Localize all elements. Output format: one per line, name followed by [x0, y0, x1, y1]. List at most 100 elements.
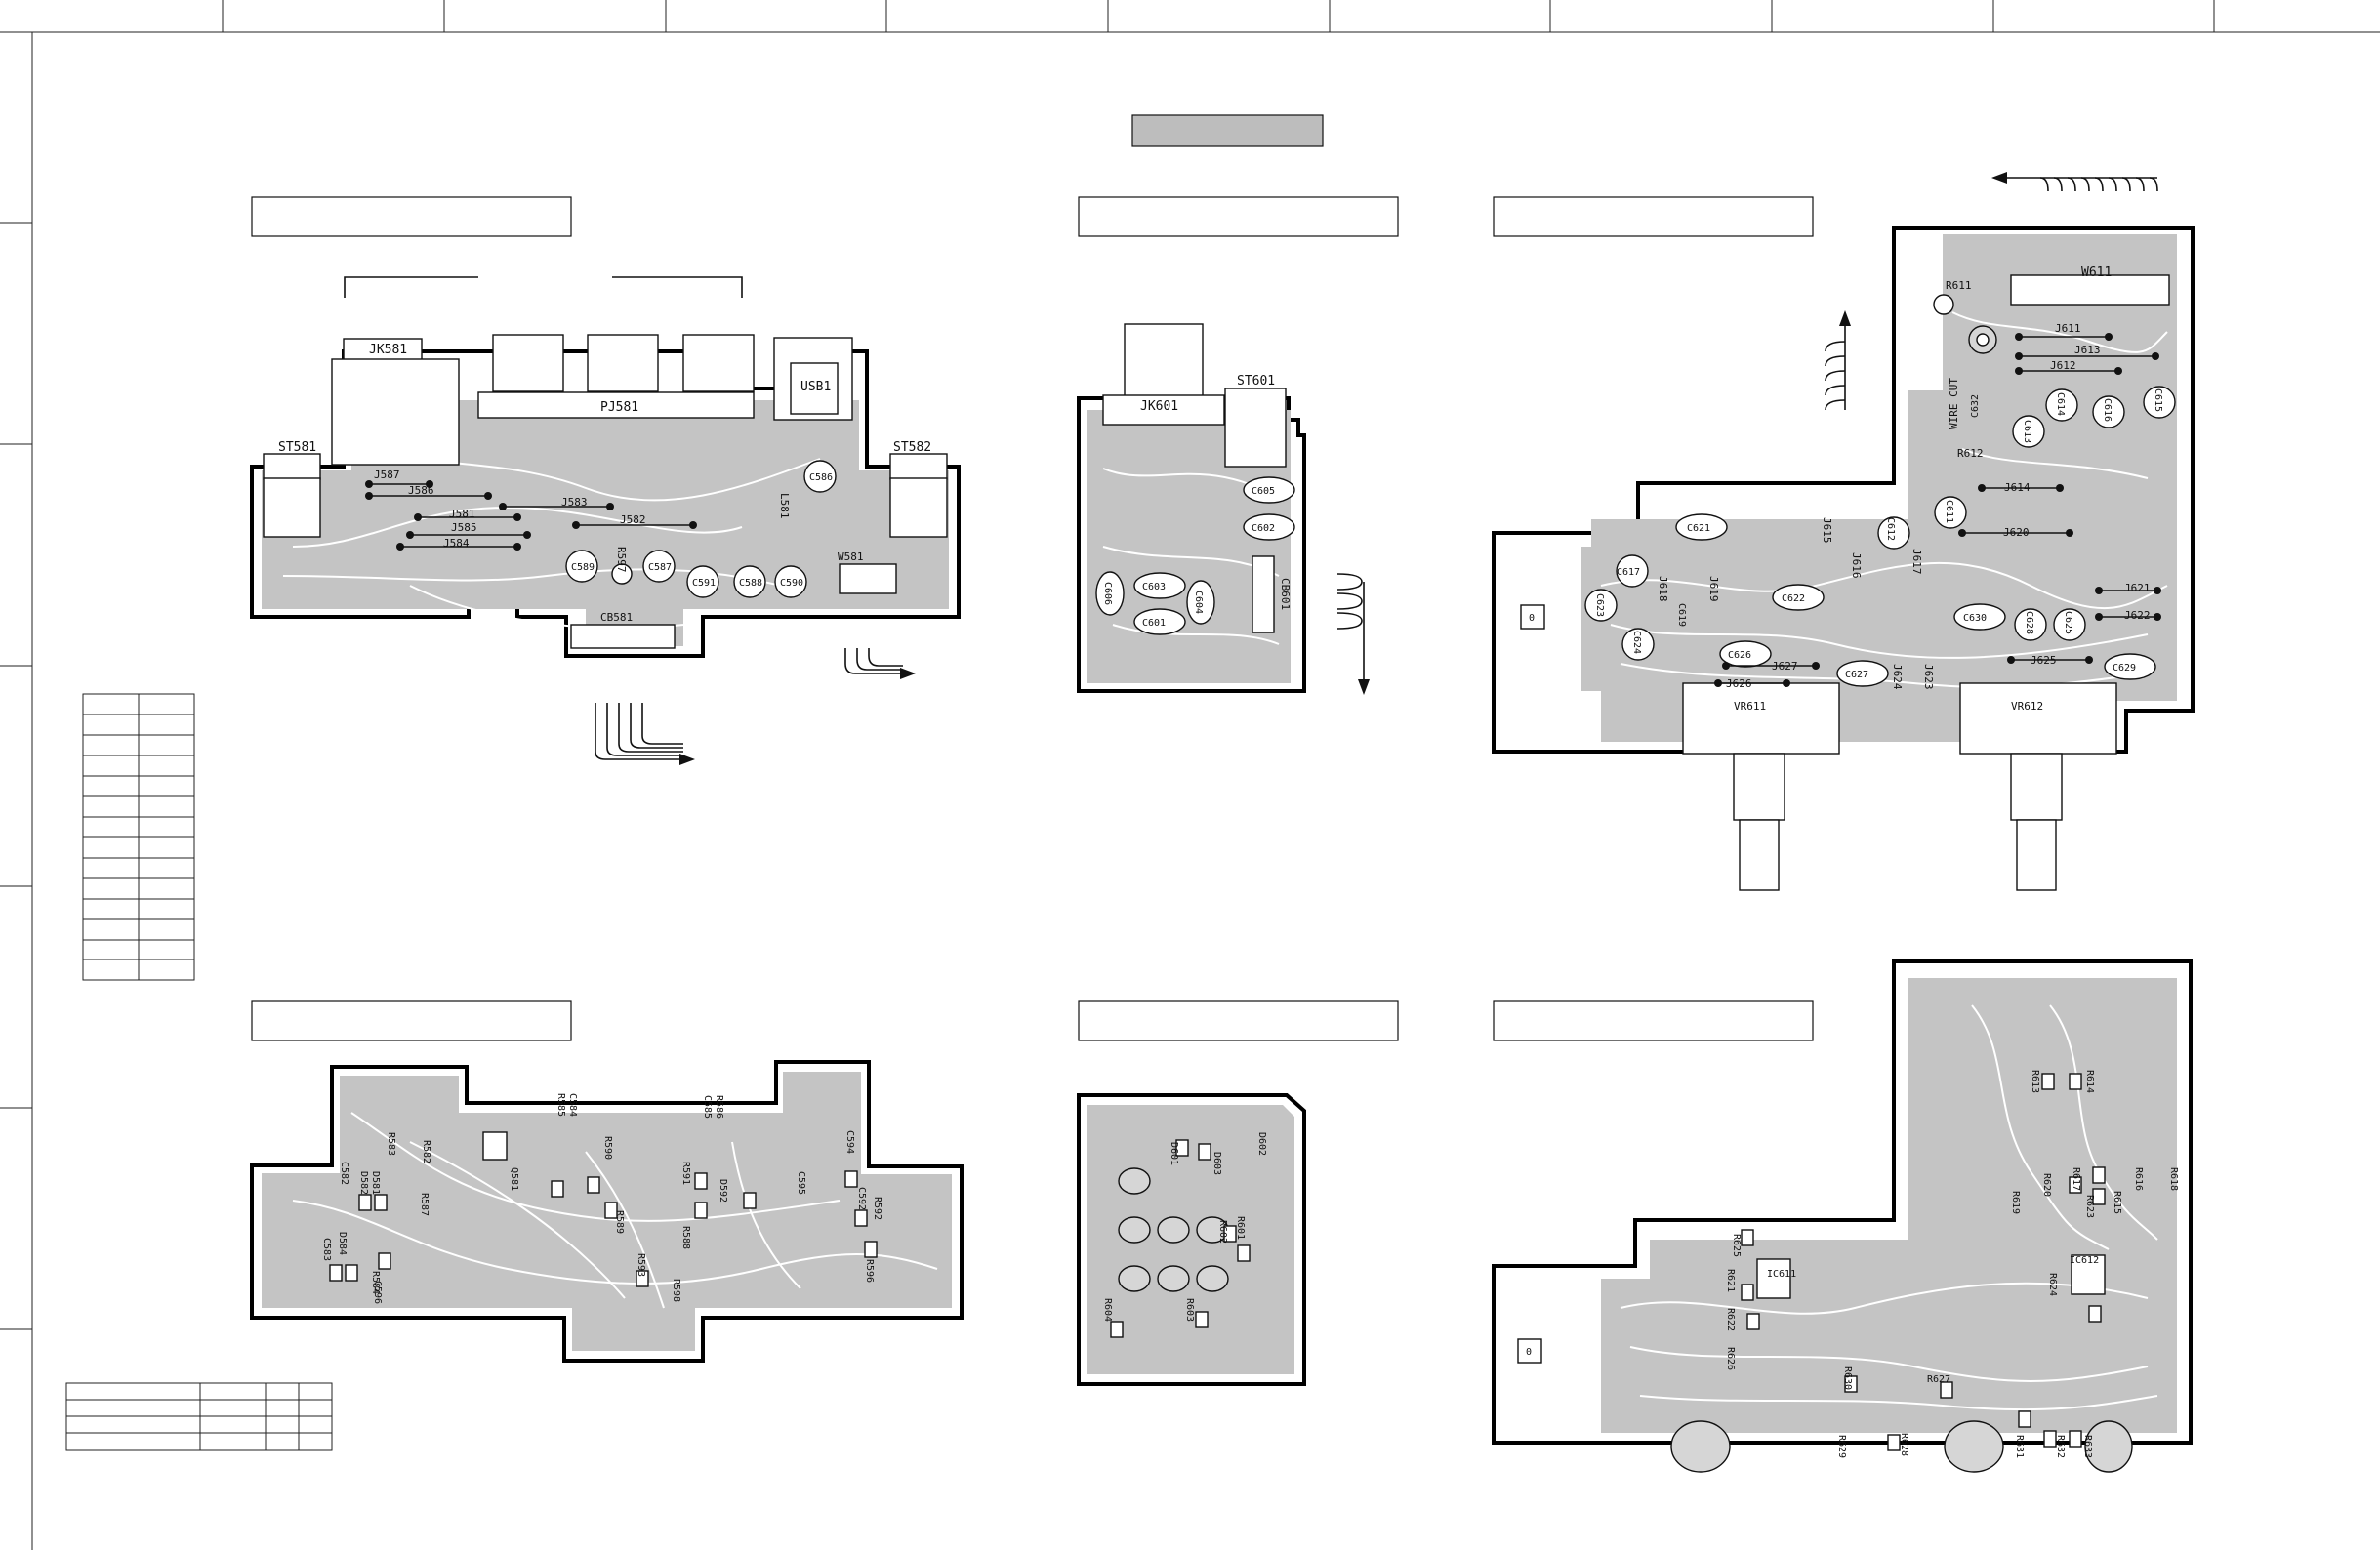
label-c594: C594: [844, 1130, 855, 1154]
label-r601: R601: [1235, 1216, 1246, 1240]
label-c591: C591: [692, 578, 716, 589]
board-bottom-mid: D602 D601 D603 R601 R602 R603 R604: [1077, 1093, 1306, 1386]
terminal-st581: [263, 453, 321, 480]
label-j621: J621: [2124, 582, 2151, 594]
label-l581: L581: [778, 493, 791, 519]
label-r617: R617: [2071, 1167, 2081, 1191]
label-st581: ST581: [278, 440, 316, 455]
label-pj581: PJ581: [600, 400, 638, 415]
label-j625: J625: [2031, 654, 2057, 667]
label-r589: R589: [614, 1210, 625, 1234]
panel-title-bottom-mid: [1078, 1000, 1399, 1041]
label-c606: C606: [1102, 582, 1113, 605]
label-jk581: JK581: [369, 343, 407, 357]
label-w611: W611: [2081, 265, 2112, 280]
label-j587: J587: [374, 469, 400, 481]
terminal-st601: [1224, 388, 1287, 468]
label-r615: R615: [2112, 1191, 2122, 1214]
jack-pj581: [477, 391, 755, 419]
label-j584: J584: [443, 537, 470, 550]
connector-cb601: [1252, 555, 1275, 633]
potentiometer-vr612: [1959, 682, 2117, 755]
label-c590: C590: [780, 578, 803, 589]
label-c611: C611: [1944, 500, 1954, 523]
label-c627: C627: [1845, 670, 1868, 680]
label-j616: J616: [1850, 552, 1863, 579]
label-r603: R603: [1184, 1298, 1195, 1322]
top-right-flow-arrows: [1825, 172, 2158, 411]
label-r587: R587: [419, 1193, 430, 1216]
label-c615: C615: [2153, 388, 2163, 412]
label-c596: C596: [372, 1281, 383, 1304]
label-c613: C613: [2022, 420, 2032, 443]
connector-w611: [2010, 274, 2170, 306]
board-top-left: JK581 PJ581 USB1 ST581 ST582 J587 J586 J…: [250, 276, 961, 765]
board-top-right: W611 R611 J611 J613 J612 WIRE CUT C632 C…: [1492, 172, 2195, 891]
label-j623: J623: [1922, 664, 1935, 690]
label-c589: C589: [571, 562, 595, 573]
label-j585: J585: [451, 521, 477, 534]
label-w581: W581: [838, 551, 864, 563]
label-vr612: VR612: [2011, 700, 2043, 713]
label-j619: J619: [1707, 576, 1720, 602]
label-r622: R622: [1725, 1308, 1736, 1331]
sheet-title-block: [1131, 114, 1324, 147]
label-j614: J614: [2004, 481, 2031, 494]
label-c621: C621: [1687, 523, 1710, 534]
label-c622: C622: [1782, 593, 1805, 604]
label-r618: R618: [2168, 1167, 2179, 1191]
label-c617: C617: [1617, 567, 1640, 578]
label-j612: J612: [2050, 359, 2076, 372]
connector-cb581: [570, 624, 676, 649]
label-c623: C623: [1594, 593, 1605, 617]
label-r632: R632: [2055, 1435, 2066, 1458]
label-r614: R614: [2084, 1070, 2095, 1093]
label-q581: Q581: [509, 1167, 519, 1191]
label-r625: R625: [1731, 1234, 1742, 1257]
label-j581: J581: [449, 508, 475, 520]
board-bottom-left: R583 R582 D582 D581 C582 D584 C583 R584 …: [250, 1060, 964, 1363]
label-c601: C601: [1142, 618, 1166, 629]
label-d602: D602: [1256, 1132, 1267, 1156]
label-r585: R585: [555, 1093, 566, 1117]
notes-table: [65, 1382, 333, 1451]
label-j615: J615: [1821, 517, 1833, 544]
label-r582: R582: [421, 1140, 431, 1163]
label-r597: R597: [615, 547, 628, 573]
label-j622: J622: [2124, 609, 2151, 622]
label-d584: D584: [337, 1232, 348, 1255]
label-c612: C612: [1885, 517, 1896, 541]
label-c625: C625: [2063, 611, 2073, 634]
label-r627: R627: [1927, 1374, 1950, 1385]
label-r588: R588: [680, 1226, 691, 1249]
label-d603: D603: [1211, 1152, 1222, 1175]
label-r624: R624: [2047, 1273, 2058, 1296]
output-flow-arrows: [1336, 573, 1370, 695]
label-c624: C624: [1631, 631, 1642, 654]
reference-table: [82, 693, 195, 981]
label-r623: R623: [2084, 1195, 2095, 1218]
label-r616: R616: [2133, 1167, 2144, 1191]
label-c632: C632: [1970, 394, 1981, 418]
label-j626: J626: [1726, 677, 1752, 690]
label-d581: D581: [370, 1171, 381, 1195]
label-j627: J627: [1772, 660, 1798, 673]
label-cb581: CB581: [600, 611, 633, 624]
label-j611: J611: [2055, 322, 2081, 335]
label-j582: J582: [620, 513, 646, 526]
label-r620: R620: [2041, 1173, 2052, 1197]
label-r611: R611: [1946, 279, 1972, 292]
label-mark-0-top: 0: [1529, 613, 1535, 624]
label-c604: C604: [1193, 591, 1204, 614]
label-c584: C584: [567, 1093, 578, 1117]
label-c619: C619: [1676, 603, 1687, 627]
label-st582: ST582: [893, 440, 931, 455]
label-c626: C626: [1728, 650, 1751, 661]
label-cb601: CB601: [1279, 578, 1292, 610]
label-c583: C583: [321, 1238, 332, 1261]
label-r590: R590: [602, 1136, 613, 1160]
label-r621: R621: [1725, 1269, 1736, 1292]
label-c586: C586: [809, 472, 833, 483]
label-r593: R593: [636, 1253, 646, 1277]
